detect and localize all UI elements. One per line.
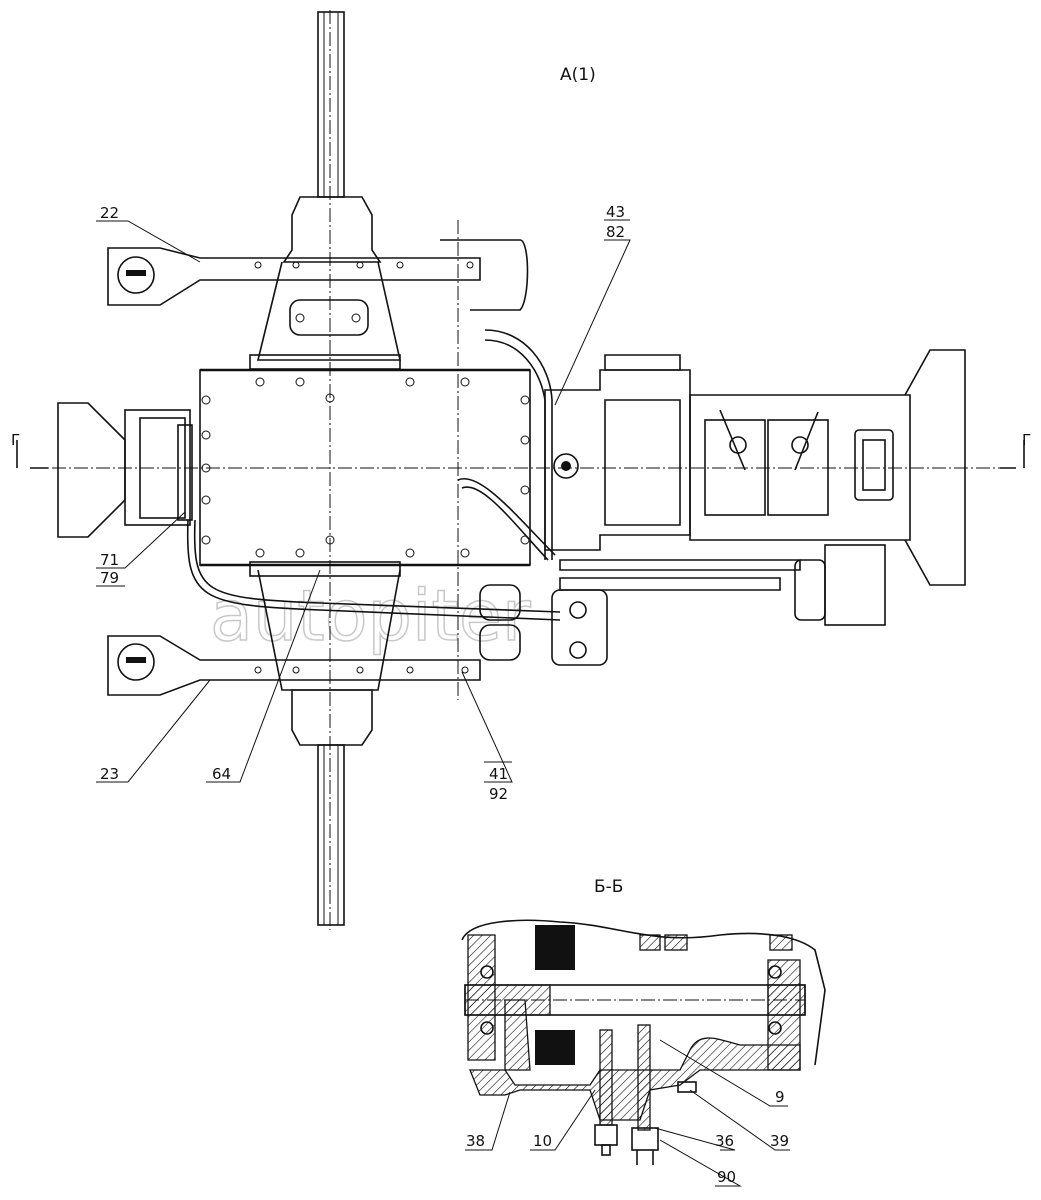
callout-10: 10 bbox=[533, 1132, 552, 1150]
callout-82: 82 bbox=[606, 223, 625, 241]
callout-38: 38 bbox=[466, 1132, 485, 1150]
callout-39: 39 bbox=[770, 1132, 789, 1150]
section-mark-right: Г bbox=[1022, 431, 1031, 449]
callout-92: 92 bbox=[489, 785, 508, 803]
section-view bbox=[461, 919, 826, 1165]
callout-leaders bbox=[96, 219, 790, 1187]
callout-90: 90 bbox=[717, 1168, 736, 1186]
callout-23: 23 bbox=[100, 765, 119, 783]
callout-79: 79 bbox=[100, 569, 119, 587]
callout-9: 9 bbox=[775, 1088, 785, 1106]
section-mark-left: Г bbox=[11, 431, 20, 449]
callout-41: 41 bbox=[489, 765, 508, 783]
callout-64: 64 bbox=[212, 765, 231, 783]
section-title: Б-Б bbox=[594, 877, 623, 897]
callout-71: 71 bbox=[100, 551, 119, 569]
view-title: А(1) bbox=[560, 65, 596, 85]
main-view bbox=[16, 10, 1025, 930]
callout-36: 36 bbox=[715, 1132, 734, 1150]
callout-22: 22 bbox=[100, 204, 119, 222]
callout-43: 43 bbox=[606, 203, 625, 221]
